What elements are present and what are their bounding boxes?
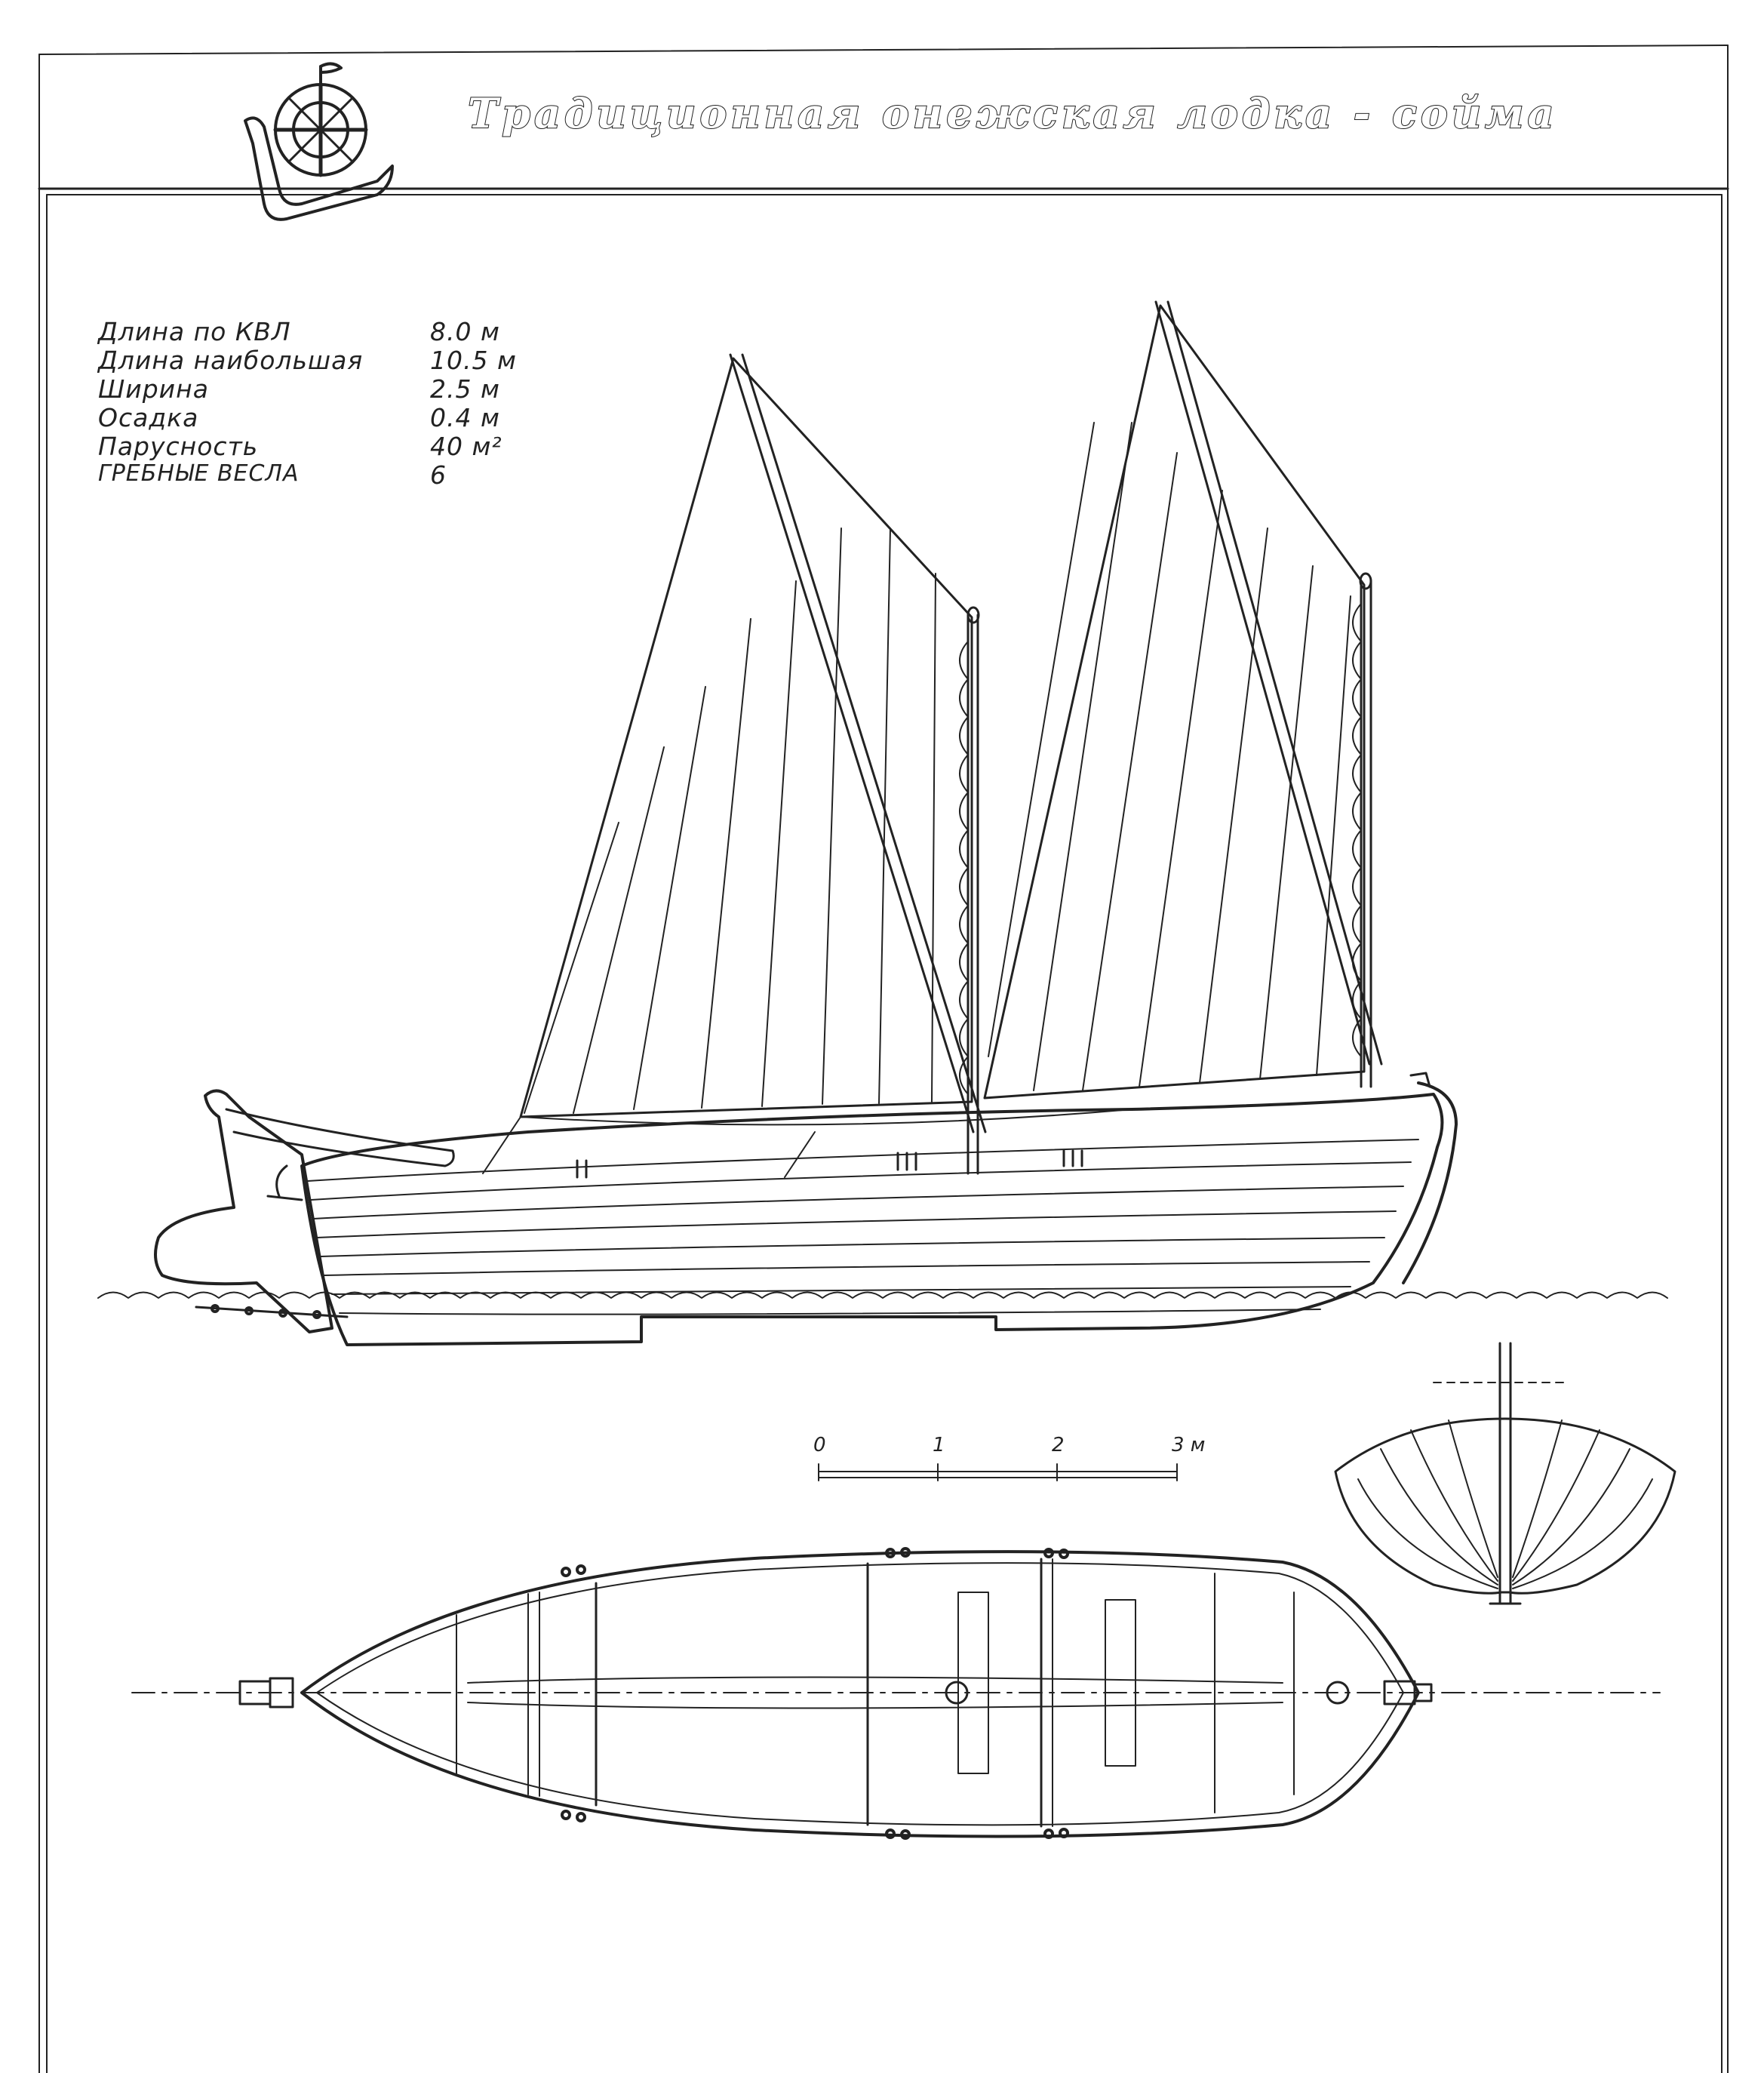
waterline [97, 1291, 1668, 1299]
emblem-logo [244, 62, 394, 221]
specifications-table: Длина по КВЛ 8.0 м Длина наибольшая 10.5… [98, 317, 566, 490]
sail-lacing [959, 603, 1362, 1095]
fore-sprit [1154, 300, 1383, 1066]
spec-row: Осадка 0.4 м [98, 403, 566, 432]
spec-value: 40 м² [430, 432, 502, 461]
hull-plan-view [131, 1547, 1661, 1840]
spec-row: Ширина 2.5 м [98, 374, 566, 404]
scale-tick-label: 2 [1052, 1434, 1065, 1456]
scale-tick-label: 1 [933, 1434, 945, 1456]
drawing-title: Традиционная онежская лодка - сойма [467, 88, 1558, 138]
spec-value: 10.5 м [430, 346, 517, 375]
spec-row: Парусность 40 м² [98, 432, 566, 461]
aft-mast [967, 606, 980, 1175]
spec-row: ГРЕБНЫЕ ВЕСЛА 6 [98, 460, 566, 490]
spec-row: Длина по КВЛ 8.0 м [98, 317, 566, 346]
hull-side-view [300, 1072, 1458, 1346]
scale-bar [818, 1463, 1178, 1481]
spec-label: Длина по КВЛ [98, 317, 291, 346]
aft-sail [519, 357, 973, 1118]
aft-sprit [729, 353, 987, 1133]
spec-label: Осадка [98, 403, 199, 432]
spec-value: 0.4 м [430, 403, 500, 432]
fore-sail [983, 304, 1366, 1100]
spec-label: Длина наибольшая [98, 346, 364, 375]
spec-value: 2.5 м [430, 374, 500, 404]
scale-tick-label: 0 [813, 1434, 826, 1456]
spec-label: ГРЕБНЫЕ ВЕСЛА [98, 460, 300, 487]
spec-label: Парусность [98, 432, 259, 461]
rudder-and-tiller [154, 1089, 455, 1333]
spec-value: 6 [430, 460, 447, 490]
spec-row: Длина наибольшая 10.5 м [98, 346, 566, 375]
scale-tick-label: 3 м [1172, 1434, 1206, 1456]
sheet-frame [38, 45, 1729, 2073]
spec-value: 8.0 м [430, 317, 500, 346]
fore-mast [1359, 572, 1372, 1088]
body-plan-section [1334, 1342, 1676, 1605]
spec-label: Ширина [98, 374, 209, 404]
